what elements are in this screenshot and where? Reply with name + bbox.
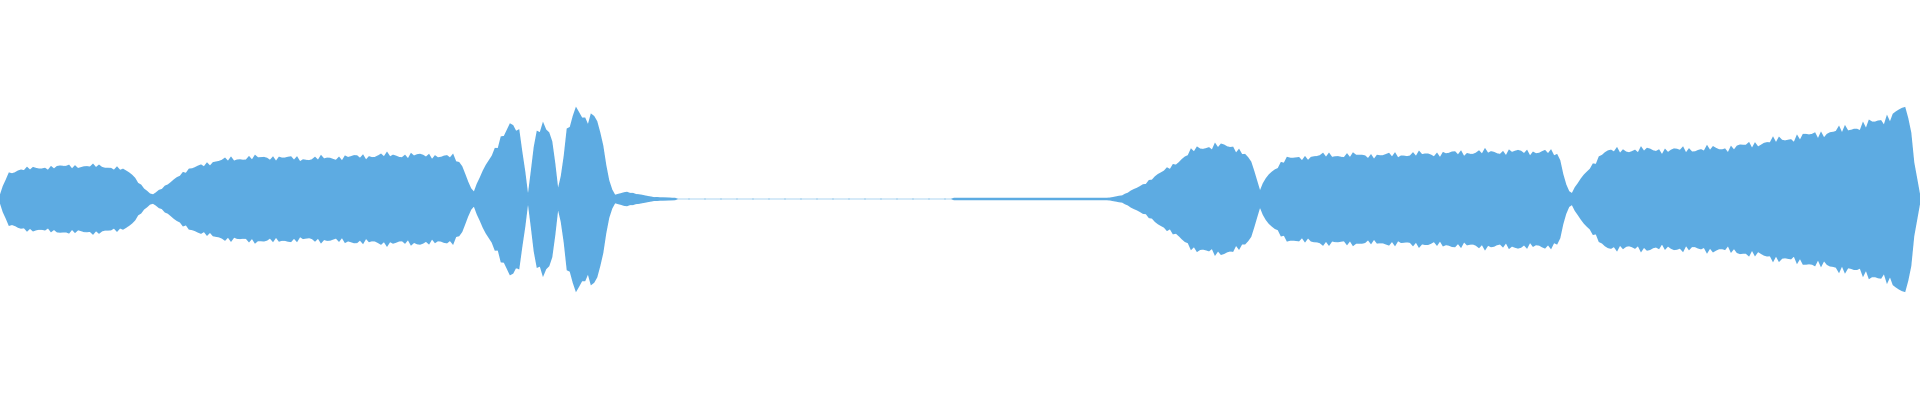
waveform-signal bbox=[0, 106, 1920, 293]
